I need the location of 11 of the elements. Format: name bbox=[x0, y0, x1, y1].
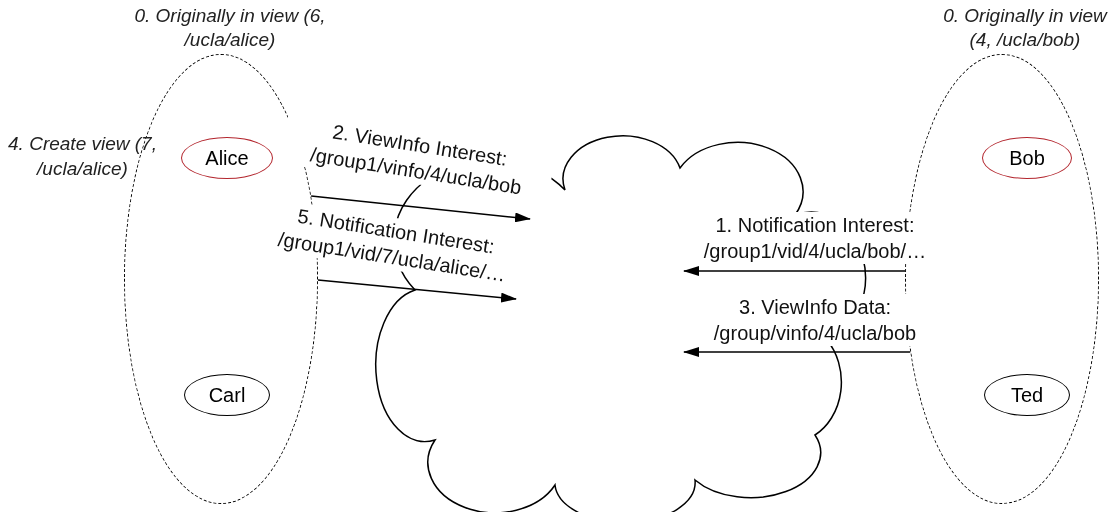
arrow bbox=[317, 279, 517, 303]
group-heading: 0. Originally in view (4, /ucla/bob) bbox=[942, 4, 1109, 52]
user-ellipse: Ted bbox=[984, 374, 1070, 416]
arrow bbox=[310, 195, 531, 223]
step-note: 4. Create view (7, /ucla/alice) bbox=[7, 132, 158, 181]
arrow bbox=[683, 266, 906, 276]
user-ellipse: Carl bbox=[184, 374, 270, 416]
user-ellipse: Bob bbox=[982, 137, 1072, 179]
arrow bbox=[683, 347, 911, 357]
group-heading: 0. Originally in view (6, /ucla/alice) bbox=[133, 4, 327, 52]
user-ellipse: Alice bbox=[181, 137, 273, 179]
